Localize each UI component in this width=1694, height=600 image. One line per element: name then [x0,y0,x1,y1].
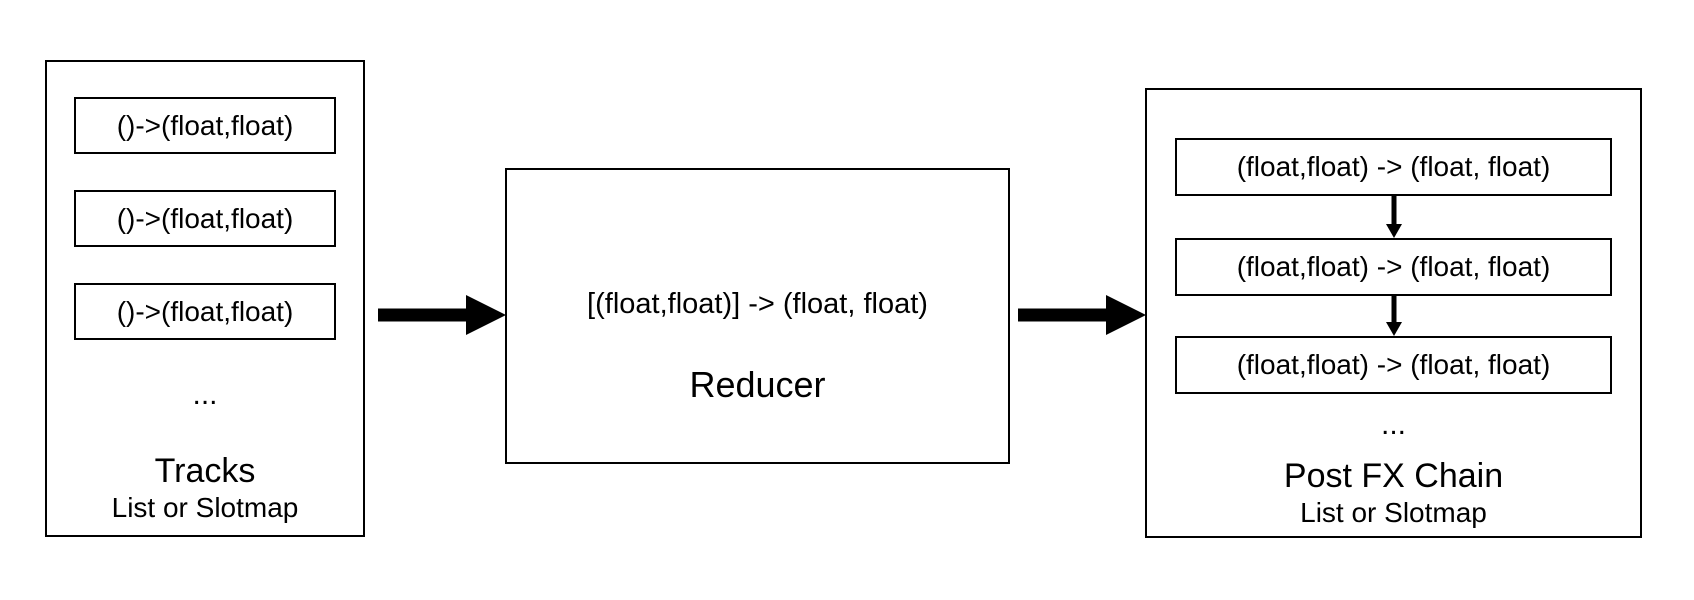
postfx-slot: (float,float) -> (float, float) [1175,138,1612,196]
arrow-reducer-to-postfx [1018,295,1146,335]
track-slot: ()->(float,float) [74,97,336,154]
track-slot: ()->(float,float) [74,190,336,247]
postfx-subtitle: List or Slotmap [1300,497,1487,529]
postfx-ellipsis: ... [1380,408,1406,441]
tracks-title: Tracks [154,451,256,490]
tracks-container: ()->(float,float) ()->(float,float) ()->… [45,60,365,537]
reducer-container: [(float,float)] -> (float, float) Reduce… [505,168,1010,464]
arrow-tracks-to-reducer [378,295,506,335]
reducer-title: Reducer [689,364,826,405]
postfx-slot: (float,float) -> (float, float) [1175,238,1612,296]
arrow-fx2-to-fx3 [1385,296,1402,336]
arrow-fx1-to-fx2 [1385,196,1402,238]
tracks-ellipsis: ... [192,378,218,411]
tracks-subtitle: List or Slotmap [111,492,299,524]
postfx-title: Post FX Chain [1283,456,1504,495]
reducer-signature: [(float,float)] -> (float, float) [587,288,928,320]
postfx-container: (float,float) -> (float, float) (float,f… [1145,88,1642,538]
track-slot: ()->(float,float) [74,283,336,340]
postfx-slot: (float,float) -> (float, float) [1175,336,1612,394]
